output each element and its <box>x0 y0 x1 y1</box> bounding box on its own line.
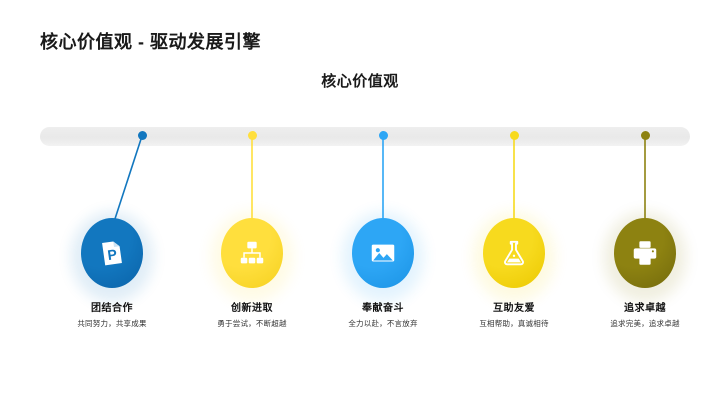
value-node[interactable]: 创新进取勇于尝试，不断超越 <box>182 0 322 404</box>
section-subtitle: 核心价值观 <box>321 73 399 90</box>
value-label: 互助友爱 <box>493 303 535 314</box>
printer-icon <box>633 241 657 265</box>
value-icon-bubble[interactable] <box>614 218 676 288</box>
value-icon-bubble[interactable] <box>221 218 283 288</box>
sitemap-icon <box>240 241 264 264</box>
value-node[interactable]: 互助友爱互相帮助，真诚相待 <box>444 0 584 404</box>
value-description: 全力以赴，不言放弃 <box>348 319 418 328</box>
value-label: 奉献奋斗 <box>362 303 404 314</box>
connector-dot[interactable] <box>509 131 519 140</box>
value-description: 追求完美，追求卓越 <box>610 319 680 328</box>
connector-line <box>513 136 515 228</box>
connector-dot[interactable] <box>640 131 650 140</box>
value-label: 追求卓越 <box>624 303 666 314</box>
connector-dot[interactable] <box>137 131 147 140</box>
file-presentation-icon: P <box>102 241 122 266</box>
value-node[interactable]: 追求卓越追求完美，追求卓越 <box>575 0 715 404</box>
connector-dot[interactable] <box>247 131 257 140</box>
value-icon-bubble[interactable] <box>483 218 545 288</box>
svg-text:P: P <box>106 246 118 263</box>
value-node[interactable]: P 团结合作共同努力，共享成果 <box>42 0 182 404</box>
image-icon <box>371 244 395 262</box>
value-label: 创新进取 <box>231 303 273 314</box>
value-label: 团结合作 <box>91 303 133 314</box>
value-node[interactable]: 奉献奋斗全力以赴，不言放弃 <box>313 0 453 404</box>
value-description: 勇于尝试，不断超越 <box>217 319 287 328</box>
flask-icon <box>504 240 524 266</box>
connector-dot[interactable] <box>378 131 388 140</box>
value-icon-bubble[interactable] <box>352 218 414 288</box>
connector-line <box>382 136 384 228</box>
connector-line <box>251 136 253 228</box>
connector-line <box>644 136 646 228</box>
value-icon-bubble[interactable]: P <box>81 218 143 288</box>
value-description: 互相帮助，真诚相待 <box>479 319 549 328</box>
connector-line <box>111 135 143 229</box>
page-title: 核心价值观 - 驱动发展引擎 <box>40 32 261 52</box>
value-description: 共同努力，共享成果 <box>77 319 147 328</box>
timeline-bar <box>40 127 690 146</box>
